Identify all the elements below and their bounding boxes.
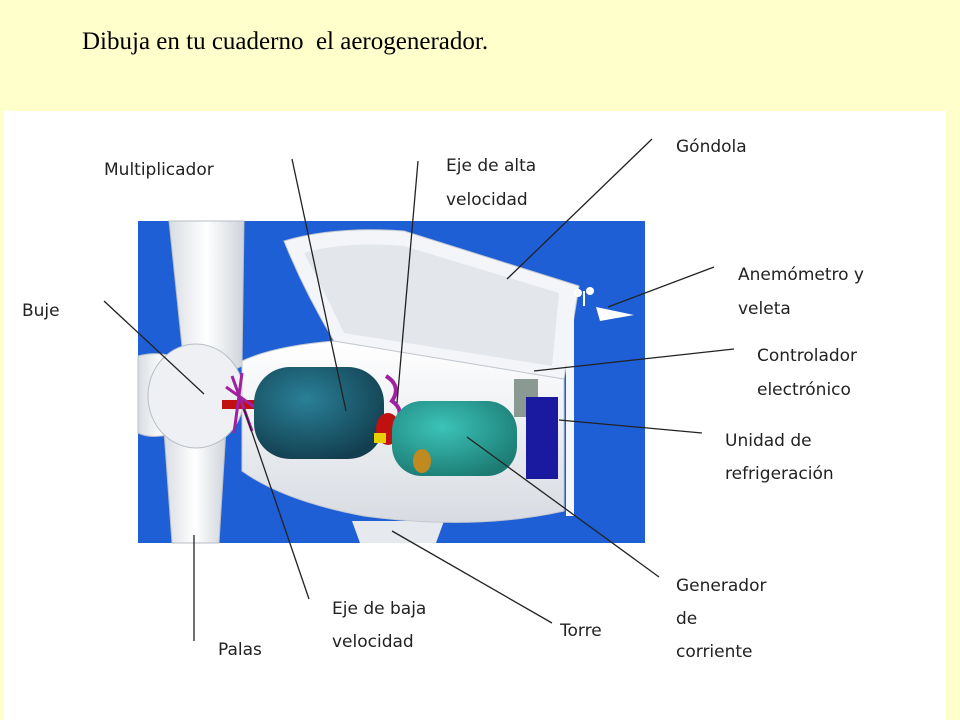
leader-gondola (506, 138, 653, 280)
wind-turbine-diagram: Multiplicador Eje de alta velocidad Gónd… (22, 137, 864, 662)
label-anemometro-2: veleta (738, 299, 791, 319)
label-controlador-2: electrónico (757, 380, 851, 400)
label-anemometro-1: Anemómetro y (738, 265, 864, 285)
label-generador-3: corriente (676, 642, 753, 662)
label-unidad-1: Unidad de (725, 431, 812, 451)
label-generador-2: de (676, 609, 697, 629)
generator-shape (392, 401, 517, 476)
rear-frame (566, 301, 574, 516)
cooling-unit-shape (526, 397, 558, 479)
multiplier-shape (254, 367, 384, 459)
hub-shape (147, 343, 245, 449)
label-multiplicador: Multiplicador (104, 160, 214, 180)
leader-unidad (558, 419, 703, 434)
label-eje-baja-2: velocidad (332, 632, 414, 652)
low-speed-shaft (222, 400, 267, 409)
label-buje: Buje (22, 301, 60, 321)
label-eje-alta-1: Eje de alta (446, 156, 536, 176)
diagram-panel: Multiplicador Eje de alta velocidad Gónd… (4, 111, 946, 720)
instruction-title: Dibuja en tu cuaderno el aerogenerador. (82, 28, 489, 55)
coupling-yellow (374, 433, 386, 443)
generator-bolt (413, 449, 431, 473)
label-eje-baja-1: Eje de baja (332, 599, 426, 619)
label-controlador-1: Controlador (757, 346, 857, 366)
label-gondola: Góndola (676, 137, 747, 157)
leader-controlador (533, 348, 735, 372)
label-eje-alta-2: velocidad (446, 190, 528, 210)
anemometer-shape (574, 287, 634, 321)
gondola-inner (304, 244, 559, 366)
label-torre: Torre (559, 621, 602, 641)
label-unidad-2: refrigeración (725, 464, 834, 484)
tower-shape (352, 521, 444, 543)
leader-multiplicador (291, 158, 347, 412)
leader-eje-baja (243, 408, 310, 600)
label-palas: Palas (218, 640, 262, 660)
label-generador-1: Generador (676, 576, 766, 596)
leader-torre (391, 530, 553, 624)
leader-eje-alta (396, 160, 419, 404)
leader-generador (466, 436, 660, 578)
leader-buje (103, 300, 205, 395)
leader-anemometro (607, 266, 715, 308)
